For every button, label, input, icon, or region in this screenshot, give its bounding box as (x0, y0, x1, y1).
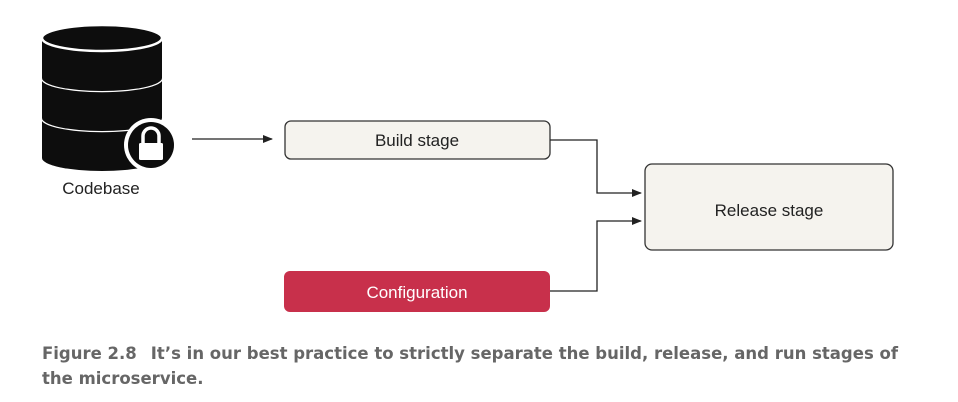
release-stage-box (644, 163, 894, 251)
lock-icon (124, 118, 178, 172)
figure-number: Figure 2.8 (42, 344, 137, 363)
release-stage-label: Release stage (715, 201, 824, 220)
database-icon (40, 23, 164, 171)
configuration-to-release-connector (550, 217, 642, 292)
configuration-box (284, 271, 550, 312)
caption-text: It’s in our best practice to strictly se… (42, 344, 899, 388)
codebase-label: Codebase (62, 179, 140, 198)
build-to-release-connector (550, 139, 642, 197)
build-stage-label: Build stage (375, 131, 459, 150)
configuration-label: Configuration (366, 283, 467, 302)
release-pipeline-diagram: Codebase Build stage Release stage Confi… (40, 23, 894, 312)
